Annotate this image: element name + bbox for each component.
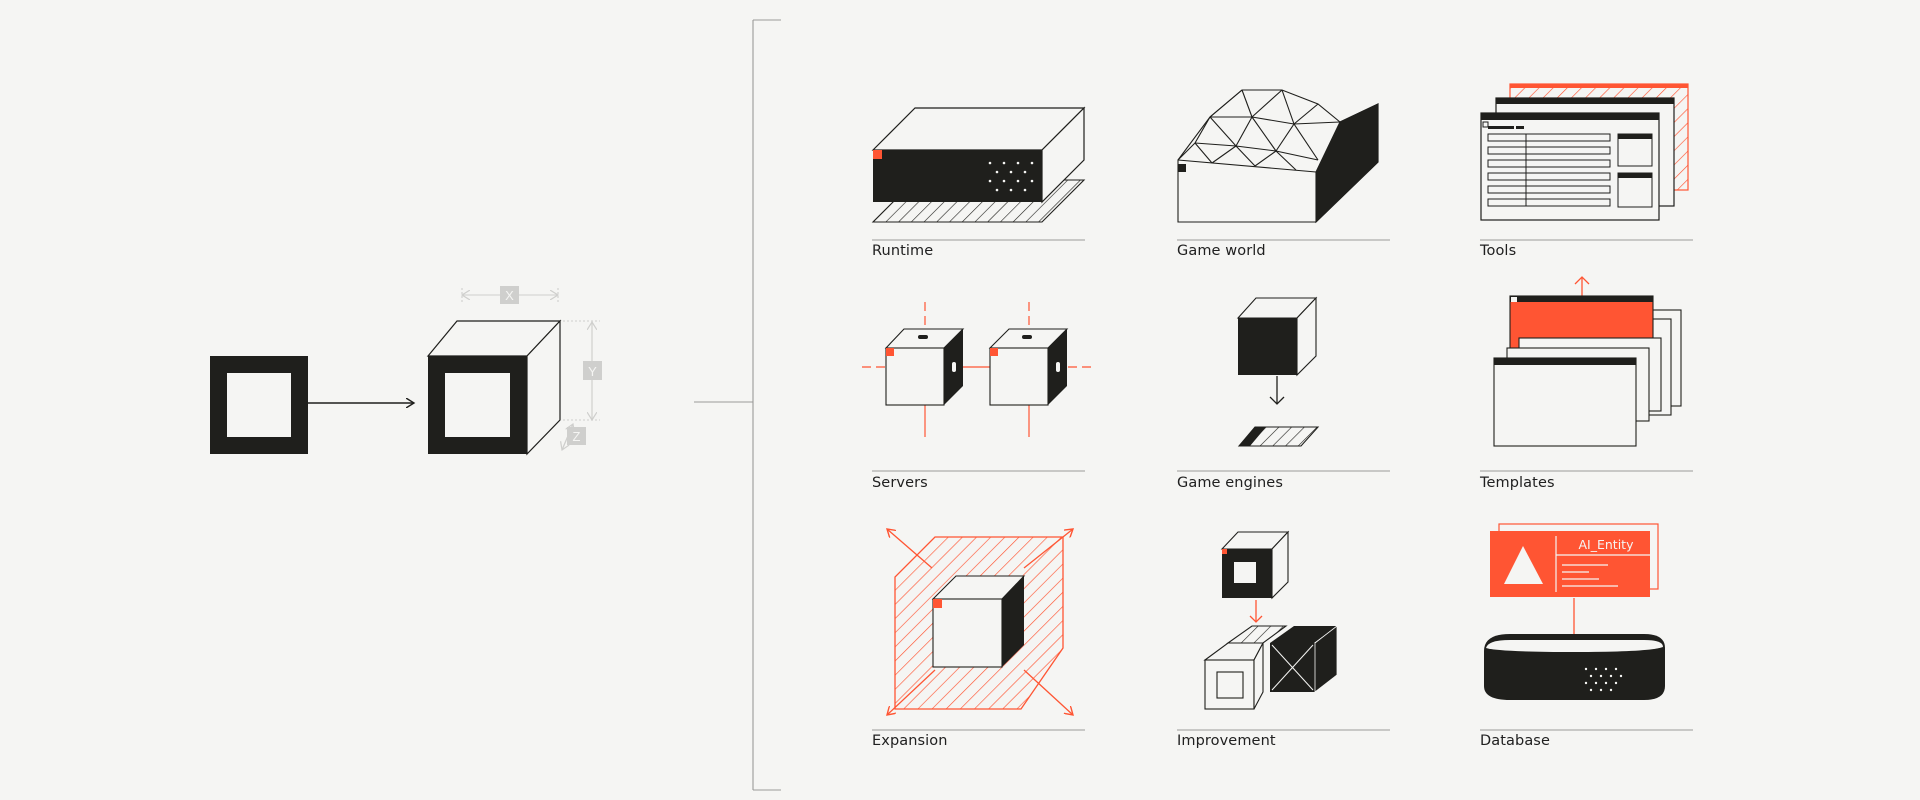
flat-square-icon xyxy=(210,356,308,454)
editor-windows-icon xyxy=(1480,83,1689,221)
label-runtime: Runtime xyxy=(872,243,934,259)
terrain-mesh-icon xyxy=(1177,89,1379,224)
label-improvement: Improvement xyxy=(1177,733,1276,749)
grouping-bracket xyxy=(694,19,781,791)
axis-z-label: Z xyxy=(573,429,581,444)
label-expansion: Expansion xyxy=(872,733,948,749)
label-game-world: Game world xyxy=(1177,243,1266,259)
entity-database-icon: AI_Entity xyxy=(1484,523,1665,700)
cube-upgrade-icon xyxy=(1203,530,1338,710)
axis-x-badge: X xyxy=(500,286,519,304)
axis-z-badge: Z xyxy=(567,427,586,445)
expanding-cube-icon xyxy=(887,529,1073,715)
label-database: Database xyxy=(1480,733,1550,749)
database-card-title: AI_Entity xyxy=(1579,537,1635,552)
axis-y-badge: Y xyxy=(583,361,602,380)
extruded-cube-icon xyxy=(426,319,562,456)
label-tools: Tools xyxy=(1480,243,1517,259)
label-servers: Servers xyxy=(872,475,928,491)
connected-cubes-icon xyxy=(862,302,1095,437)
server-box-icon xyxy=(871,106,1086,223)
cube-drop-icon xyxy=(1236,296,1320,447)
axis-x-label: X xyxy=(505,288,514,303)
stacked-pages-icon xyxy=(1493,276,1682,447)
label-templates: Templates xyxy=(1480,475,1555,491)
axis-y-label: Y xyxy=(588,364,597,379)
label-game-engines: Game engines xyxy=(1177,475,1283,491)
